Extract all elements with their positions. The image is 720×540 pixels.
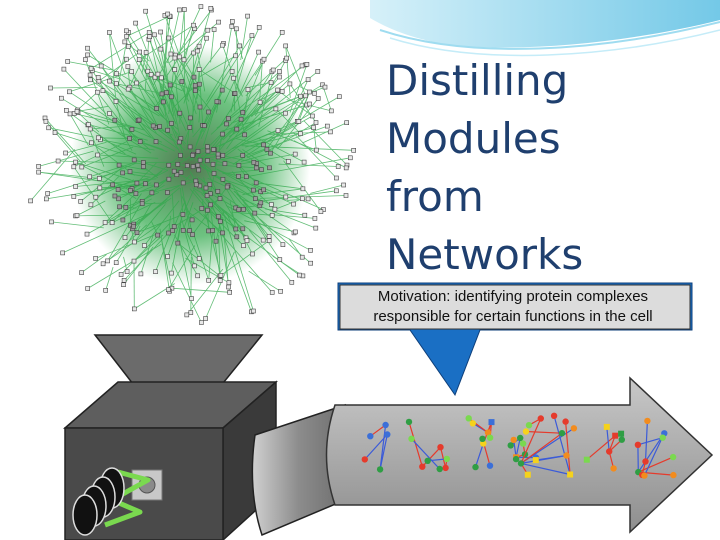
protein-network-hairball (28, 4, 357, 325)
network-edges (30, 6, 354, 323)
module-network (517, 412, 578, 478)
slide-title: Distilling Modules from Networks (386, 52, 686, 284)
module-glyphs (361, 412, 677, 479)
callout-text: Motivation: identifying protein complexe… (373, 288, 653, 325)
motivation-callout (337, 282, 693, 397)
module-network (507, 434, 540, 463)
crank-handle (72, 467, 163, 536)
decorative-wave (370, 0, 720, 57)
module-network (634, 417, 677, 479)
module-network (583, 423, 625, 472)
crank-rollers (72, 467, 125, 536)
title-line-4: Networks (386, 230, 584, 279)
gray-arrow (251, 376, 714, 537)
module-network (405, 418, 451, 473)
module-network (465, 415, 495, 471)
title-line-2: Modules (386, 114, 561, 163)
module-network (361, 421, 391, 473)
title-line-3: from (386, 172, 484, 221)
title-line-1: Distilling (386, 56, 569, 105)
network-nodes (28, 4, 357, 325)
